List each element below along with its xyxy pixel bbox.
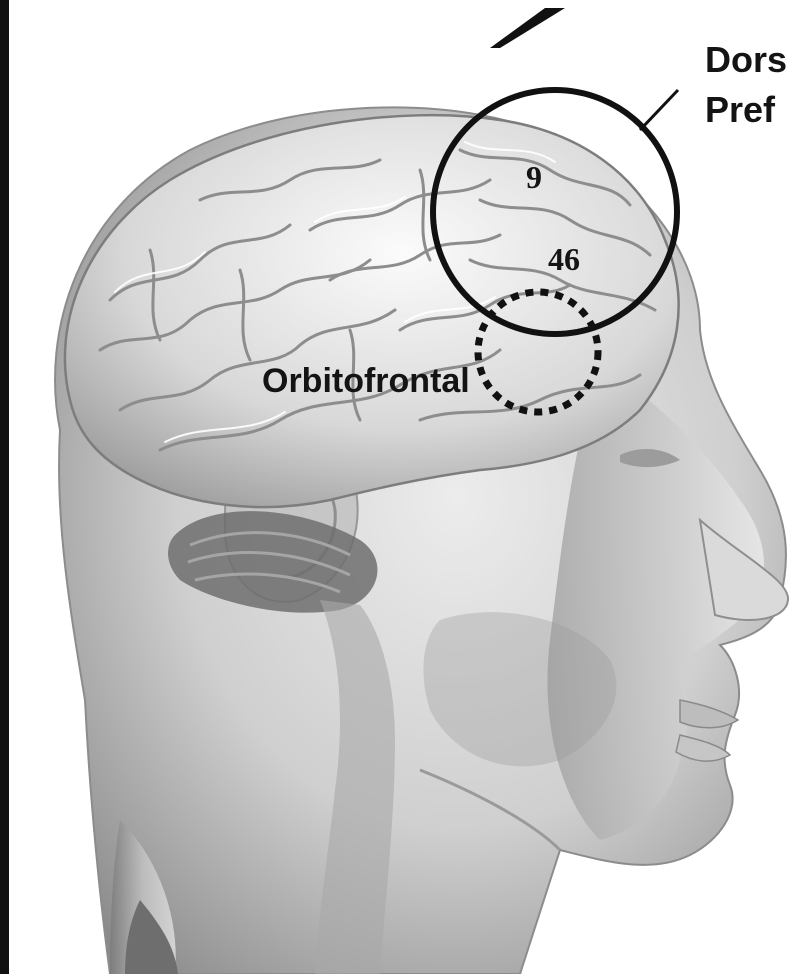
orbitofrontal-label: Orbitofrontal [262,362,470,400]
area-9-label: 9 [526,159,542,195]
pointer-stroke [490,8,565,48]
dorsolateral-label-line1: Dors [705,39,787,80]
dorsolateral-label-line2: Pref [705,89,776,130]
area-46-label: 46 [548,241,580,277]
frame-edge [0,0,9,974]
